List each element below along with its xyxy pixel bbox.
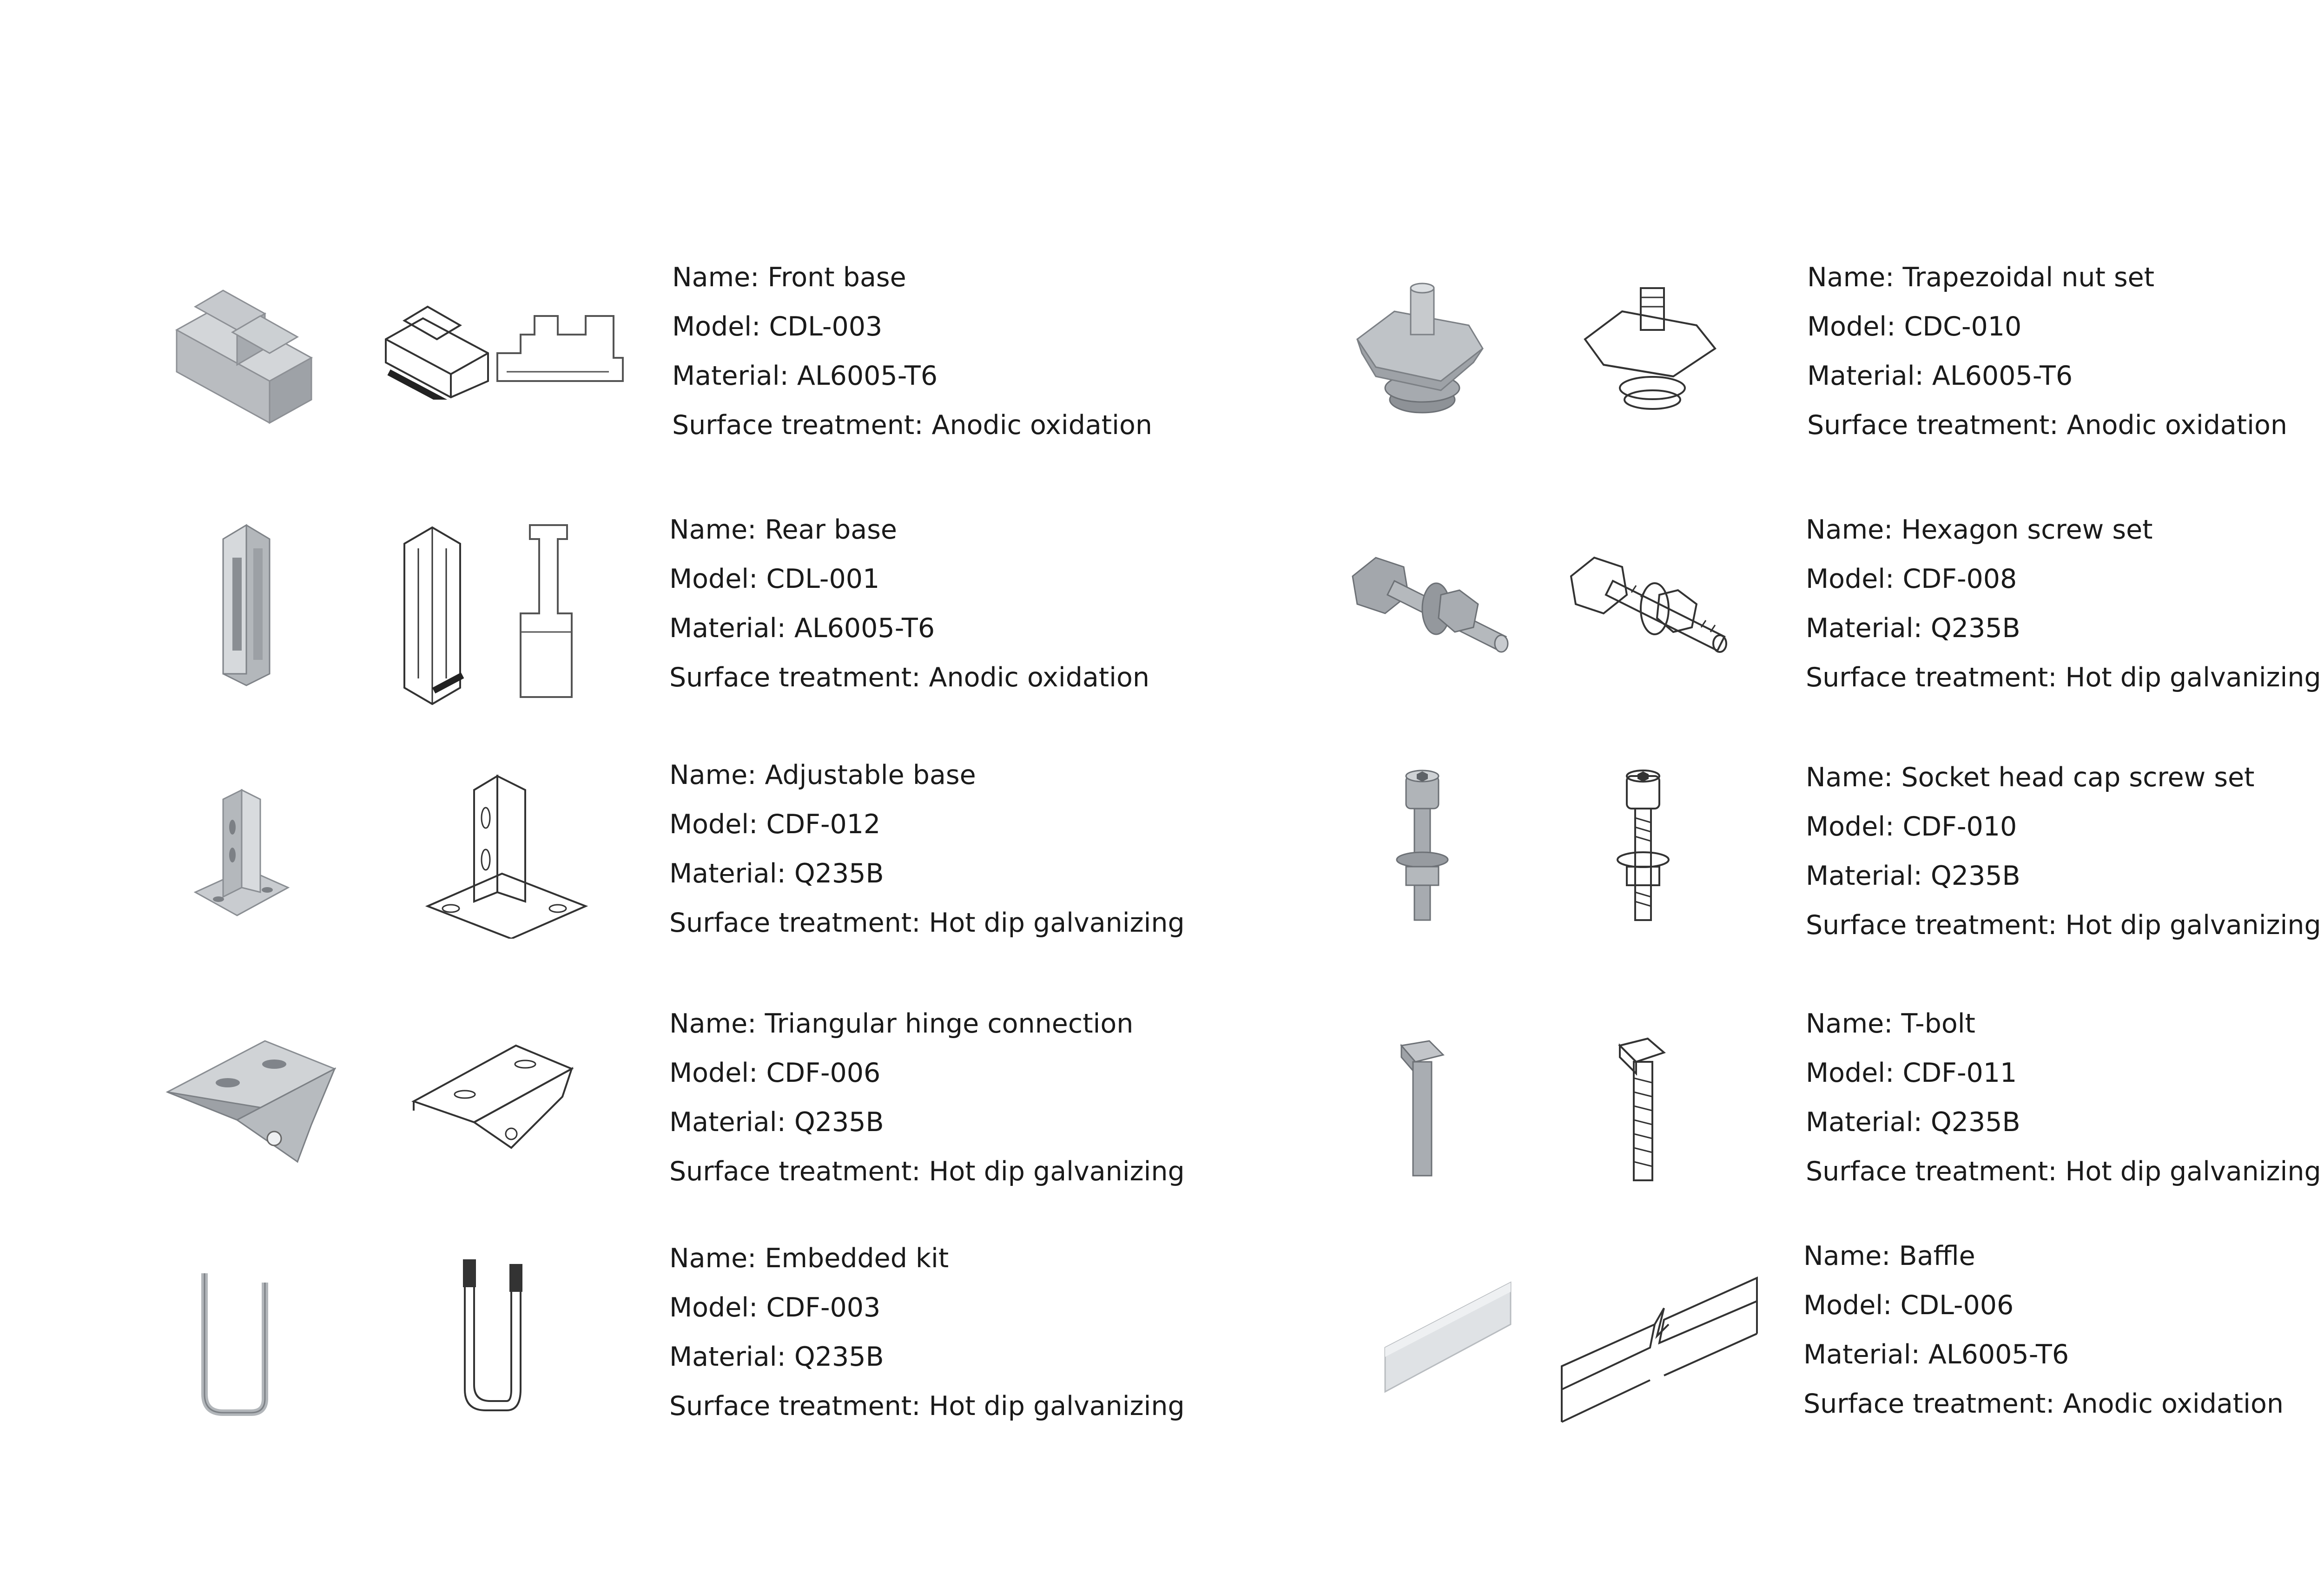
item-model: Model: CDL-006 xyxy=(1803,1290,2014,1321)
tall-extrusion-section-icon xyxy=(511,520,586,706)
item-name: Name: Triangular hinge connection xyxy=(669,1008,1134,1039)
socket-cap-screw-drawing-icon xyxy=(1608,767,1678,925)
item-material: Material: Q235B xyxy=(669,1342,884,1372)
t-bolt-icon xyxy=(1394,1036,1450,1180)
triangular-bracket-icon xyxy=(158,1032,339,1171)
extrusion-profile-icon xyxy=(158,251,335,432)
hex-bolt-drawing-icon xyxy=(1562,539,1738,669)
trapezoid-nut-icon xyxy=(1348,274,1497,423)
t-bolt-drawing-icon xyxy=(1613,1032,1673,1185)
item-material: Material: AL6005-T6 xyxy=(669,613,935,644)
tall-extrusion-drawing-icon xyxy=(395,520,474,706)
item-surface-treatment: Surface treatment: Anodic oxidation xyxy=(1807,410,2287,441)
item-surface-treatment: Surface treatment: Hot dip galvanizing xyxy=(1806,662,2321,693)
item-surface-treatment: Surface treatment: Hot dip galvanizing xyxy=(669,908,1185,938)
item-name: Name: Front base xyxy=(672,262,906,293)
item-model: Model: CDF-008 xyxy=(1806,564,2017,594)
item-name: Name: Rear base xyxy=(669,514,897,545)
item-material: Material: AL6005-T6 xyxy=(672,361,938,391)
item-material: Material: Q235B xyxy=(1806,613,2020,644)
baffle-plate-icon xyxy=(1376,1278,1515,1399)
u-bolt-drawing-icon xyxy=(446,1250,539,1427)
extrusion-section-icon xyxy=(493,307,627,390)
item-material: Material: AL6005-T6 xyxy=(1803,1339,2069,1370)
item-name: Name: Embedded kit xyxy=(669,1243,949,1274)
item-material: Material: Q235B xyxy=(1806,1107,2020,1138)
item-surface-treatment: Surface treatment: Hot dip galvanizing xyxy=(1806,910,2321,941)
trapezoid-nut-drawing-icon xyxy=(1576,279,1729,414)
item-model: Model: CDL-003 xyxy=(672,311,883,342)
item-material: Material: Q235B xyxy=(669,858,884,889)
item-model: Model: CDC-010 xyxy=(1807,311,2022,342)
channel-bracket-icon xyxy=(191,781,293,920)
item-model: Model: CDL-001 xyxy=(669,564,880,594)
u-bolt-icon xyxy=(191,1264,284,1422)
item-surface-treatment: Surface treatment: Hot dip galvanizing xyxy=(669,1156,1185,1187)
item-material: Material: Q235B xyxy=(1806,861,2020,891)
item-model: Model: CDF-006 xyxy=(669,1058,881,1088)
item-name: Name: Hexagon screw set xyxy=(1806,514,2153,545)
item-model: Model: CDF-012 xyxy=(669,809,881,840)
item-surface-treatment: Surface treatment: Anodic oxidation xyxy=(1803,1389,2284,1419)
item-surface-treatment: Surface treatment: Anodic oxidation xyxy=(669,662,1149,693)
item-name: Name: Adjustable base xyxy=(669,760,976,790)
item-model: Model: CDF-011 xyxy=(1806,1058,2017,1088)
item-name: Name: Socket head cap screw set xyxy=(1806,762,2255,793)
item-material: Material: Q235B xyxy=(669,1107,884,1138)
extrusion-drawing-icon xyxy=(376,293,497,400)
triangular-bracket-drawing-icon xyxy=(409,1036,576,1162)
item-name: Name: T-bolt xyxy=(1806,1008,1975,1039)
baffle-plate-drawing-icon xyxy=(1552,1269,1766,1427)
item-model: Model: CDF-003 xyxy=(669,1292,881,1323)
item-surface-treatment: Surface treatment: Anodic oxidation xyxy=(672,410,1152,441)
item-model: Model: CDF-010 xyxy=(1806,811,2017,842)
tall-extrusion-icon xyxy=(205,520,288,688)
hex-bolt-icon xyxy=(1343,539,1520,669)
item-name: Name: Trapezoidal nut set xyxy=(1807,262,2155,293)
channel-bracket-drawing-icon xyxy=(418,767,595,939)
socket-cap-screw-icon xyxy=(1387,767,1457,925)
item-material: Material: AL6005-T6 xyxy=(1807,361,2073,391)
item-surface-treatment: Surface treatment: Hot dip galvanizing xyxy=(1806,1156,2321,1187)
item-name: Name: Baffle xyxy=(1803,1241,1975,1271)
item-surface-treatment: Surface treatment: Hot dip galvanizing xyxy=(669,1391,1185,1421)
